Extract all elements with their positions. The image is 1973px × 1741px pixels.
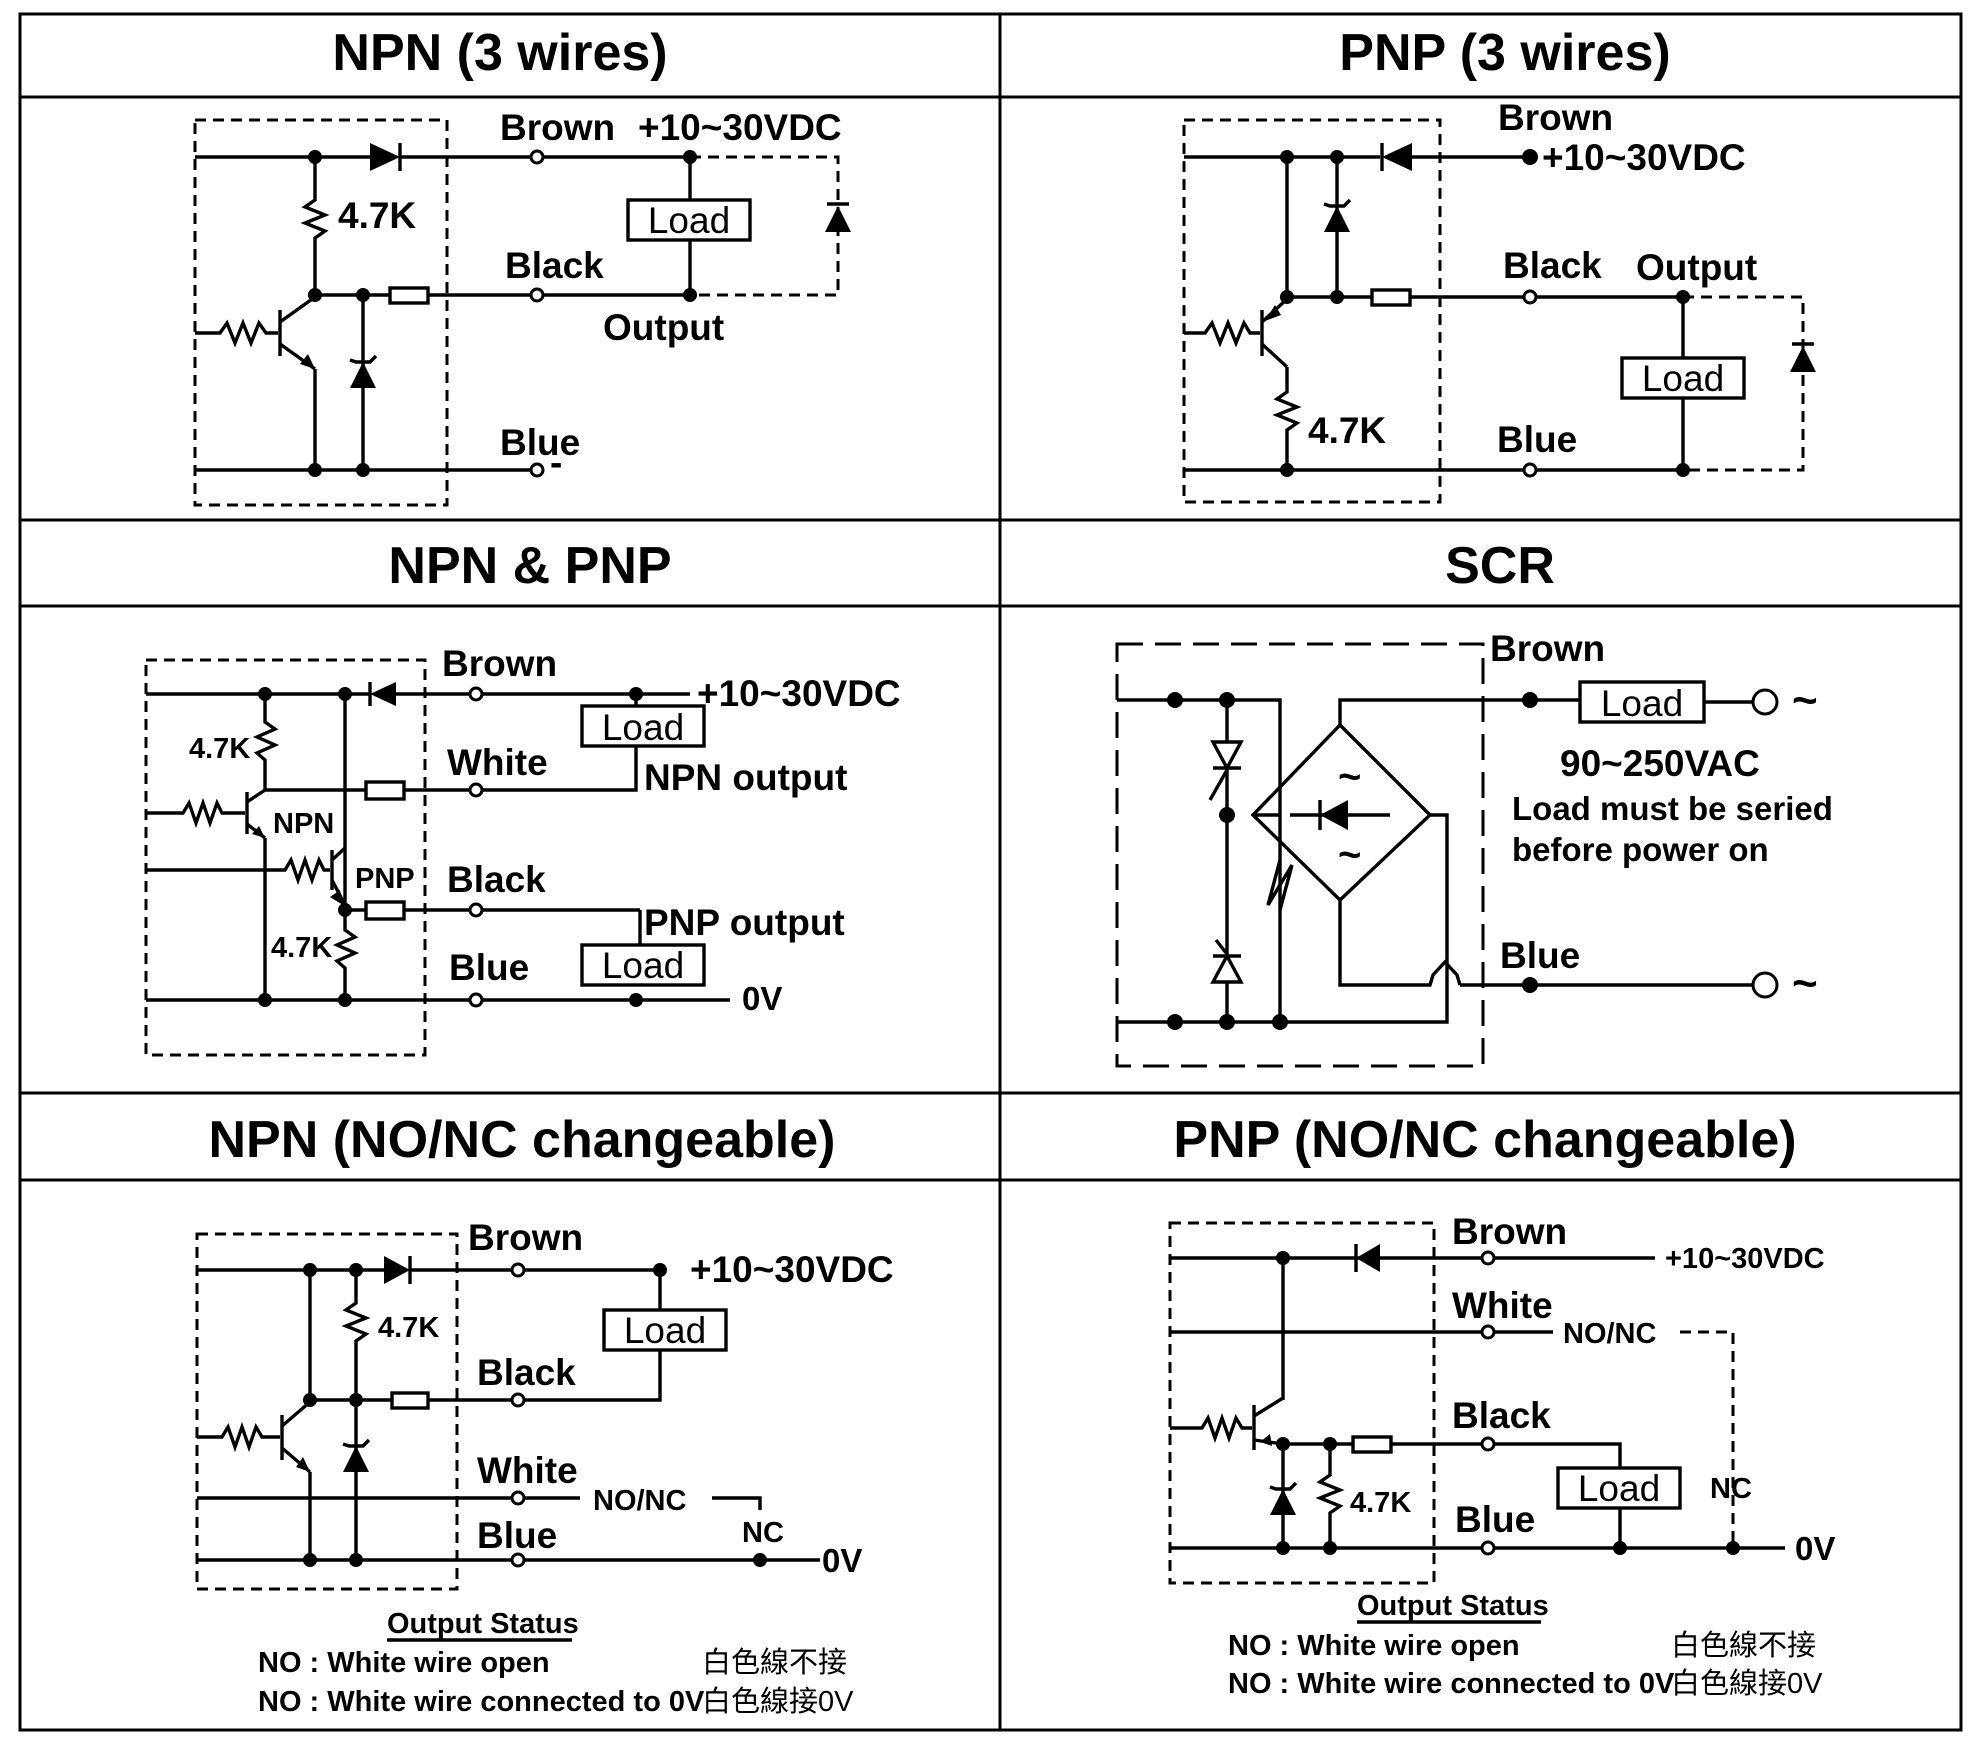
pnp3-supply-label: +10~30VDC [1542,137,1746,178]
npn-nonc-supply-label: +10~30VDC [690,1249,894,1290]
pnp3-resistor-label: 4.7K [1308,410,1386,451]
pnp3-brown-label: Brown [1498,97,1613,138]
pnp-nonc-brown-label: Brown [1452,1211,1567,1252]
pnp-nonc-circuit [1168,1221,1785,1624]
npn3-load-label: Load [648,200,730,241]
pnp-nonc-zero-v-label: 0V [1795,1530,1835,1567]
scr-note-line1: Load must be seried [1512,790,1833,827]
panel-title-npn-nonc: NPN (NO/NC changeable) [209,1111,836,1169]
pnp-nonc-supply-label: +10~30VDC [1665,1243,1825,1275]
npnpnp-diode-icon [370,682,396,706]
pnp-nonc-black-label: Black [1452,1395,1551,1436]
npn-nonc-zero-v-label: 0V [822,1542,862,1579]
table-grid [18,12,1963,1732]
pnp-nonc-status2: NO : White wire connected to 0V [1228,1668,1675,1700]
npnpnp-black-label: Black [447,859,546,900]
npnpnp-white-label: White [447,742,548,783]
pnp-nonc-diode-icon [1356,1244,1380,1272]
npn3-zener-icon [350,362,376,388]
npn3-blue-label: Blue [500,422,580,463]
scr-tilde-top: ~ [1792,676,1818,725]
scr-blue-label: Blue [1500,935,1580,976]
scr-brown-label: Brown [1490,628,1605,669]
panel-title-npnpnp: NPN & PNP [388,537,671,595]
scr-note-line2: before power on [1512,831,1769,868]
npn-nonc-blue-label: Blue [477,1515,557,1556]
scr-circuit: ~ ~ [1115,642,1779,1068]
pnp-nonc-nc-label: NC [1710,1473,1752,1505]
npn3-resistor-label: 4.7K [338,195,416,236]
npnpnp-npn-output-label: NPN output [644,757,847,798]
npnpnp-blue-label: Blue [449,947,529,988]
pnp-nonc-blue-label: Blue [1455,1499,1535,1540]
npn-nonc-status2-cn: 白色線接0V [702,1685,854,1718]
npn3-black-label: Black [505,245,604,286]
pnp3-diode-icon [1382,143,1412,171]
svg-text:~: ~ [1338,833,1361,877]
npn-nonc-status-title: Output Status [387,1608,579,1640]
npnpnp-load-bottom-label: Load [602,945,684,986]
npn-nonc-brown-label: Brown [468,1217,583,1258]
pnp3-black-label: Black [1503,245,1602,286]
pnp-nonc-status1: NO : White wire open [1228,1630,1520,1662]
pnp-nonc-load-label: Load [1578,1468,1660,1509]
pnp-nonc-nonc-label: NO/NC [1563,1318,1657,1350]
npnpnp-pnp-output-label: PNP output [644,902,845,943]
pnp3-output-label: Output [1636,247,1757,288]
pnp-nonc-status-title: Output Status [1357,1590,1549,1622]
npn-nonc-status2: NO : White wire connected to 0V [258,1686,705,1718]
pnp-nonc-resistor-label: 4.7K [1350,1487,1411,1519]
scr-tilde-bottom: ~ [1792,959,1818,1008]
scr-voltage-label: 90~250VAC [1560,743,1760,784]
panel-title-pnp3: PNP (3 wires) [1339,24,1670,82]
npnpnp-brown-label: Brown [442,643,557,684]
pnp-nonc-white-label: White [1452,1285,1553,1326]
npn3-minus-label: - [550,442,562,483]
pnp-nonc-status2-cn: 白色線接0V [1671,1667,1823,1700]
pnp3-zener-icon [1324,206,1350,232]
npnpnp-circuit [144,658,730,1057]
npnpnp-pnp-label: PNP [355,863,415,895]
npnpnp-npn-label: NPN [273,808,334,840]
npnpnp-supply-label: +10~30VDC [697,673,901,714]
npnpnp-r-bottom-label: 4.7K [271,932,332,964]
npn3-brown-label: Brown [500,107,615,148]
npn-nonc-status1-cn: 白色線不接 [702,1646,847,1679]
npn-nonc-zener-icon [343,1446,369,1472]
panel-title-pnp-nonc: PNP (NO/NC changeable) [1173,1111,1796,1169]
scr-load-label: Load [1601,683,1683,724]
panel-title-npn3: NPN (3 wires) [332,24,667,82]
npn-nonc-white-label: White [477,1450,578,1491]
pnp-nonc-status1-cn: 白色線不接 [1671,1629,1816,1662]
npn3-diode-icon [370,143,400,171]
svg-text:~: ~ [1338,755,1361,799]
npn-nonc-nc-label: NC [742,1517,784,1549]
pnp3-load-label: Load [1642,358,1724,399]
npn3-output-label: Output [603,307,724,348]
npnpnp-load-top-label: Load [602,707,684,748]
npn3-supply-label: +10~30VDC [638,107,842,148]
npn-nonc-resistor-label: 4.7K [378,1312,439,1344]
npn-nonc-diode-icon [384,1256,410,1284]
npn-nonc-nonc-label: NO/NC [593,1485,687,1517]
npn3-circuit [193,118,851,507]
pnp3-circuit [1182,118,1816,504]
npnpnp-zero-v-label: 0V [742,980,782,1017]
panel-title-scr: SCR [1445,537,1555,595]
pnp-nonc-zener-icon [1270,1489,1296,1515]
npn-nonc-load-label: Load [624,1310,706,1351]
npnpnp-r-top-label: 4.7K [189,733,250,765]
pnp3-blue-label: Blue [1497,419,1577,460]
npn-nonc-circuit [195,1232,820,1642]
npn-nonc-status1: NO : White wire open [258,1647,550,1679]
npn-nonc-black-label: Black [477,1352,576,1393]
